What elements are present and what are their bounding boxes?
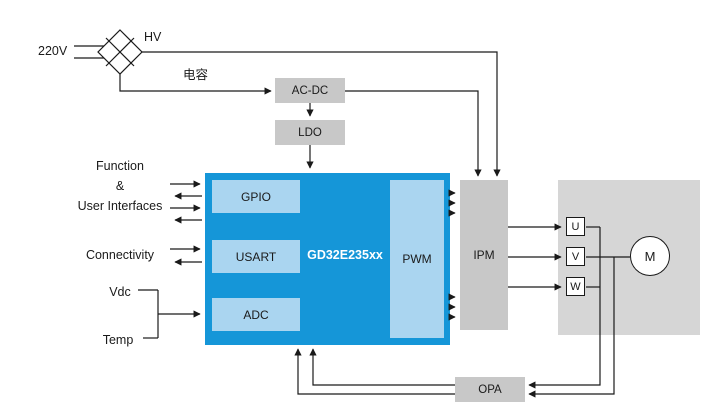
- hv-label: HV: [144, 30, 162, 44]
- bridge-rectifier-icon: [97, 29, 143, 75]
- function-ui-label: Function & User Interfaces: [68, 156, 172, 216]
- vdc-label: Vdc: [109, 285, 131, 299]
- vdc-temp-lines: [138, 289, 201, 339]
- acdc-label: AC-DC: [291, 84, 329, 97]
- ipm-label: IPM: [473, 248, 495, 262]
- pwm-block: PWM: [390, 180, 444, 338]
- motor-area: U V W M: [558, 180, 700, 335]
- phase-u-terminal: U: [566, 217, 585, 236]
- opa-label: OPA: [478, 383, 502, 396]
- pwm-label: PWM: [402, 252, 432, 266]
- usart-block: USART: [212, 240, 300, 273]
- mains-voltage-label: 220V: [38, 44, 68, 58]
- mcu-label: GD32E235xx: [307, 248, 383, 262]
- acdc-to-ipm-line: [345, 90, 482, 177]
- usart-label: USART: [235, 249, 277, 264]
- ldo-label: LDO: [298, 126, 322, 139]
- ipm-block: IPM: [460, 180, 508, 330]
- mcu-block: GPIO USART ADC GD32E235xx PWM: [205, 173, 450, 345]
- adc-block: ADC: [212, 298, 300, 331]
- phase-v-terminal: V: [566, 247, 585, 266]
- gpio-label: GPIO: [240, 189, 271, 204]
- adc-label: ADC: [243, 307, 269, 322]
- gpio-block: GPIO: [212, 180, 300, 213]
- motor-symbol: M: [630, 236, 670, 276]
- connectivity-label: Connectivity: [85, 248, 155, 262]
- ldo-block: LDO: [275, 120, 345, 145]
- opa-to-adc-lines: [294, 348, 455, 395]
- function-ui-arrows: [170, 180, 202, 224]
- user-interfaces-label: User Interfaces: [77, 199, 163, 213]
- ampersand-label: &: [115, 179, 125, 193]
- ipm-to-phase-arrows: [508, 223, 562, 291]
- temp-label: Temp: [102, 333, 134, 347]
- function-label: Function: [96, 159, 144, 173]
- pwm-to-ipm-arrows: [448, 189, 456, 321]
- opa-block: OPA: [455, 377, 525, 402]
- connectivity-arrows: [170, 245, 202, 266]
- capacitor-label: 电容: [183, 68, 209, 82]
- acdc-block: AC-DC: [275, 78, 345, 103]
- phase-w-terminal: W: [566, 277, 585, 296]
